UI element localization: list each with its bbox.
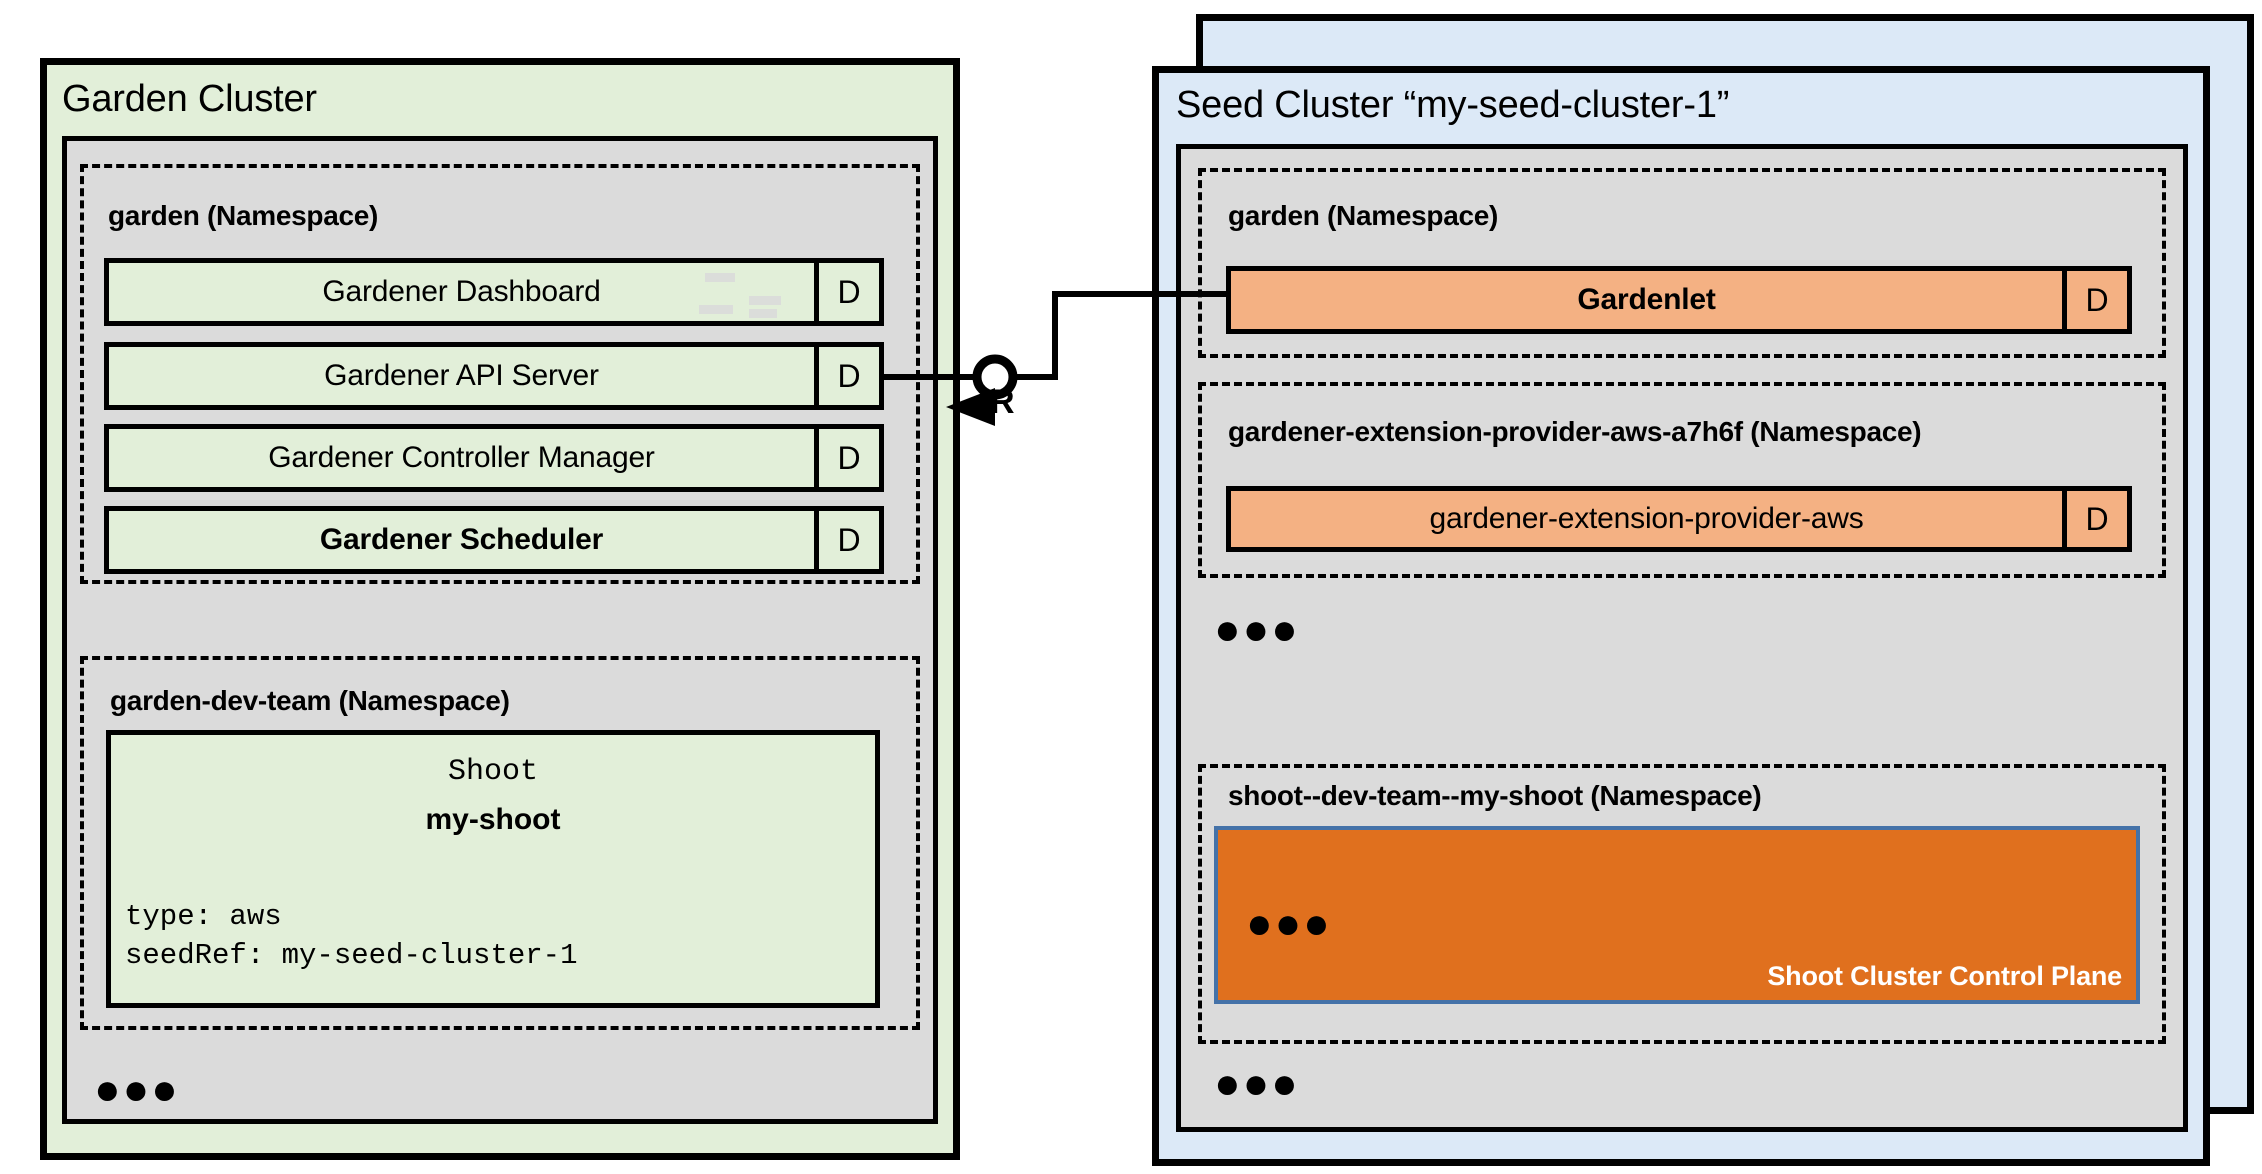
deployment-badge-gardener-dashboard: D — [814, 258, 884, 326]
seed-cluster-namespace-extension-provider-aws — [1198, 382, 2166, 578]
deployment-badge-label: D — [837, 357, 861, 394]
component-gardenlet[interactable]: Gardenlet D — [1226, 266, 2132, 334]
shoot-spec-text: type: aws seedRef: my-seed-cluster-1 — [125, 900, 578, 973]
deployment-badge-label: D — [837, 273, 861, 310]
ghost-mark-1 — [705, 273, 735, 282]
shoot-cluster-control-plane[interactable]: ●●● Shoot Cluster Control Plane — [1214, 826, 2140, 1004]
component-gardenlet-body: Gardenlet — [1226, 266, 2067, 334]
component-gardener-extension-provider-aws[interactable]: gardener-extension-provider-aws D — [1226, 486, 2132, 552]
component-gardener-extension-provider-aws-label: gardener-extension-provider-aws — [1429, 502, 1864, 535]
deployment-badge-label: D — [837, 439, 861, 476]
deployment-badge-gardener-controller-manager: D — [814, 424, 884, 492]
deployment-badge-extension-provider-aws: D — [2062, 486, 2132, 552]
garden-cluster-namespace-dev-team-label: garden-dev-team (Namespace) — [110, 685, 510, 716]
component-gardener-scheduler[interactable]: Gardener Scheduler D — [104, 506, 884, 574]
component-gardener-extension-provider-aws-body: gardener-extension-provider-aws — [1226, 486, 2067, 552]
seed-cluster-title: Seed Cluster “my-seed-cluster-1” — [1176, 84, 1730, 126]
component-gardener-controller-manager-body: Gardener Controller Manager — [104, 424, 819, 492]
component-gardener-scheduler-label: Gardener Scheduler — [319, 523, 604, 556]
deployment-badge-gardener-scheduler: D — [814, 506, 884, 574]
deployment-badge-label: D — [837, 521, 861, 558]
component-gardener-api-server-label: Gardener API Server — [324, 359, 599, 392]
ghost-mark-4 — [749, 309, 777, 318]
garden-cluster-title: Garden Cluster — [62, 78, 317, 120]
component-gardener-controller-manager[interactable]: Gardener Controller Manager D — [104, 424, 884, 492]
deployment-badge-label: D — [2085, 500, 2109, 537]
component-gardener-api-server[interactable]: Gardener API Server D — [104, 342, 884, 410]
seed-cluster-more-indicator-bottom: ●●● — [1214, 1059, 1300, 1108]
garden-cluster-namespace-dev-team — [80, 656, 920, 1030]
control-plane-more-indicator: ●●● — [1246, 899, 1332, 948]
seed-cluster-namespace-shoot — [1198, 764, 2166, 1044]
shoot-cluster-control-plane-label: Shoot Cluster Control Plane — [1767, 961, 2122, 991]
seed-cluster-namespace-extension-provider-aws-label: gardener-extension-provider-aws-a7h6f (N… — [1228, 416, 1922, 447]
component-gardener-dashboard[interactable]: Gardener Dashboard D — [104, 258, 884, 326]
shoot-kind-label: Shoot — [447, 755, 538, 789]
component-gardener-api-server-body: Gardener API Server — [104, 342, 819, 410]
shoot-name-label: my-shoot — [425, 803, 561, 836]
ghost-mark-2 — [699, 305, 733, 314]
deployment-badge-label: D — [2085, 281, 2109, 318]
seed-cluster-namespace-garden — [1198, 168, 2166, 358]
garden-cluster-more-indicator: ●●● — [94, 1065, 180, 1114]
component-gardener-scheduler-body: Gardener Scheduler — [104, 506, 819, 574]
seed-cluster-namespace-shoot-label: shoot--dev-team--my-shoot (Namespace) — [1228, 780, 1762, 811]
component-gardener-controller-manager-label: Gardener Controller Manager — [268, 441, 655, 474]
seed-cluster-more-indicator-middle: ●●● — [1214, 605, 1300, 654]
component-gardenlet-label: Gardenlet — [1577, 283, 1716, 316]
garden-cluster-namespace-garden-label: garden (Namespace) — [108, 200, 379, 231]
deployment-badge-gardener-api-server: D — [814, 342, 884, 410]
component-gardener-dashboard-label: Gardener Dashboard — [322, 275, 601, 308]
connector-letter-label: R — [990, 383, 1015, 421]
seed-cluster-namespace-garden-label: garden (Namespace) — [1228, 200, 1499, 231]
ghost-mark-3 — [749, 296, 781, 305]
shoot-resource-card[interactable]: Shoot my-shoot type: aws seedRef: my-see… — [106, 730, 880, 1008]
deployment-badge-gardenlet: D — [2062, 266, 2132, 334]
component-gardener-dashboard-body: Gardener Dashboard — [104, 258, 819, 326]
